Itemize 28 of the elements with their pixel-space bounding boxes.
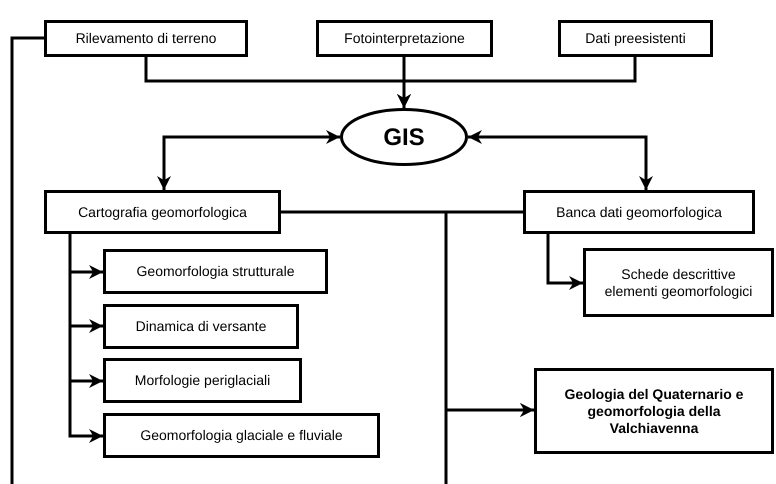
- box-label: Geologia del Quaternario e geomorfologia della Valchiavenna: [564, 386, 744, 436]
- process-ellipse: [340, 108, 468, 166]
- process-box: [534, 368, 774, 454]
- box-label: Geomorfologia glaciale e fluviale: [139, 427, 344, 444]
- process-box: [103, 413, 380, 458]
- process-box: [103, 304, 299, 349]
- connector-arrow: [397, 57, 636, 108]
- box-label: Geomorfologia strutturale: [136, 263, 296, 280]
- process-box: [583, 248, 774, 317]
- process-box: [103, 358, 302, 403]
- process-box: [316, 20, 493, 57]
- connector-arrow: [468, 130, 653, 190]
- box-label: Dati preesistenti: [584, 30, 687, 47]
- box-label: Morfologie periglaciali: [134, 372, 272, 389]
- process-box: [44, 190, 281, 234]
- box-label: Banca dati geomorfologica: [555, 204, 723, 220]
- connector-arrow: [157, 130, 340, 190]
- box-label: Dinamica di versante: [134, 318, 268, 335]
- box-label: Cartografia geomorfologica: [77, 204, 248, 220]
- box-label: Schede descrittive elementi geomorfologici: [604, 266, 754, 300]
- process-box: [558, 20, 713, 57]
- process-box: [103, 249, 328, 294]
- process-box: [523, 190, 755, 234]
- box-label: Rilevamento di terreno: [74, 30, 218, 47]
- box-label: Fotointerpretazione: [343, 30, 466, 47]
- process-box: [44, 20, 248, 57]
- connector-arrow: [546, 234, 583, 290]
- node-label: GIS: [382, 128, 426, 146]
